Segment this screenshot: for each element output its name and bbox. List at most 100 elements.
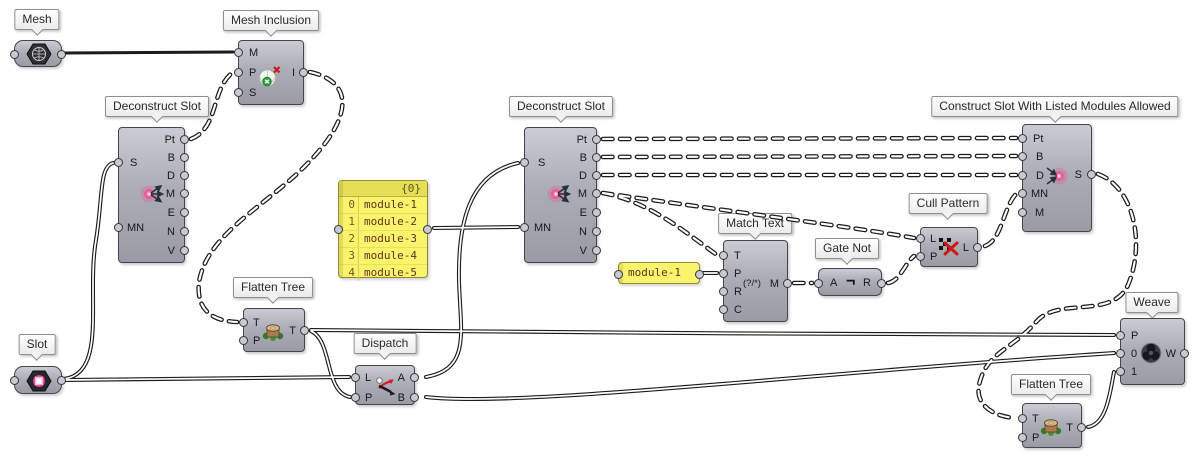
wire-deconstructmid-m-to-cull-l-inner [601, 191, 916, 240]
port-nub-pt[interactable] [180, 135, 189, 144]
port-nub-t-out[interactable] [1077, 423, 1086, 432]
port-nub-d[interactable] [180, 171, 189, 180]
param-slot[interactable] [10, 366, 66, 394]
port-nub-m[interactable] [592, 189, 601, 198]
component-construct-slot[interactable]: Pt B D MN M S [1018, 124, 1096, 232]
wire-dispatch-a-to-deconstructmid-s [424, 161, 520, 379]
port-nub-p[interactable] [719, 269, 728, 278]
port-nub-p[interactable] [916, 252, 925, 261]
port-nub-mn[interactable] [520, 223, 529, 232]
port-nub-s[interactable] [114, 158, 123, 167]
port-label-i: I [291, 67, 295, 79]
dispatch-icon [376, 377, 396, 396]
port-nub-r[interactable] [877, 279, 886, 288]
wire-dispatch-a-to-deconstructmid-s-inner [425, 162, 519, 378]
port-nub-b[interactable] [1018, 152, 1027, 161]
component-deconstruct-slot-left[interactable]: S MN Pt B D M E N V [114, 127, 189, 263]
component-cull-pattern[interactable]: L P L [916, 227, 982, 267]
port-nub-pt[interactable] [1018, 134, 1027, 143]
port-nub-p[interactable] [239, 336, 248, 345]
port-nub-s[interactable] [520, 158, 529, 167]
row-value: module-1 [364, 198, 417, 211]
label-text: Mesh [22, 12, 52, 26]
port-nub-0[interactable] [1116, 349, 1125, 358]
port-nub-pt[interactable] [592, 135, 601, 144]
component-flatten-tree-left[interactable]: T P T [239, 308, 309, 352]
port-nub-d[interactable] [592, 171, 601, 180]
port-nub-p[interactable] [1018, 433, 1027, 442]
port-nub-l[interactable] [916, 234, 925, 243]
port-nub-t[interactable] [1018, 414, 1027, 423]
component-mesh-inclusion[interactable]: M P S I [234, 40, 308, 105]
port-nub-s[interactable] [234, 88, 243, 97]
port-nub-l-out[interactable] [973, 243, 982, 252]
port-label-mn: MN [1031, 188, 1049, 200]
port-nub-m[interactable] [180, 189, 189, 198]
port-label-a: A [830, 277, 838, 289]
port-nub-in[interactable] [334, 225, 343, 234]
component-gate-not[interactable]: A R ¬ [814, 268, 886, 296]
port-nub-b[interactable] [410, 393, 419, 402]
component-match-text[interactable]: T P R C M (?/*) [719, 240, 792, 322]
component-weave[interactable]: P 0 1 W [1116, 318, 1189, 385]
port-nub-t[interactable] [239, 318, 248, 327]
port-nub-p[interactable] [351, 393, 360, 402]
param-mesh[interactable] [10, 40, 66, 67]
port-nub-t-out[interactable] [300, 326, 309, 335]
port-label-s: S [130, 157, 138, 169]
label-construct-slot: Construct Slot With Listed Modules Allow… [931, 96, 1179, 117]
port-nub-out[interactable] [57, 376, 66, 385]
port-nub-l[interactable] [351, 373, 360, 382]
port-nub-e[interactable] [592, 208, 601, 217]
label-text: Gate Not [822, 241, 872, 255]
port-nub-c[interactable] [719, 305, 728, 314]
port-nub-t[interactable] [719, 251, 728, 260]
row-value: module-2 [364, 215, 417, 228]
label-text: Cull Pattern [916, 196, 980, 210]
port-nub-1[interactable] [1116, 367, 1125, 376]
port-nub-n[interactable] [592, 227, 601, 236]
port-nub-m[interactable] [1018, 208, 1027, 217]
port-nub-s[interactable] [1087, 170, 1096, 179]
port-label-r: R [863, 277, 871, 289]
label-gate-not: Gate Not [814, 238, 880, 259]
wire-flattenleft-to-weave-p-inner [310, 329, 1115, 336]
port-nub-b[interactable] [592, 153, 601, 162]
port-nub-m[interactable] [783, 279, 792, 288]
port-nub-n[interactable] [180, 227, 189, 236]
port-nub-out[interactable] [695, 270, 704, 279]
port-nub-v[interactable] [180, 246, 189, 255]
port-nub-in[interactable] [10, 376, 19, 385]
module-name-panel[interactable]: module-1 [614, 262, 704, 284]
component-flatten-tree-right[interactable]: T P T [1018, 403, 1086, 448]
port-nub-mn[interactable] [114, 223, 123, 232]
port-nub-in[interactable] [10, 50, 19, 59]
port-nub-v[interactable] [592, 246, 601, 255]
port-nub-e[interactable] [180, 208, 189, 217]
row-value: module-4 [364, 249, 417, 262]
port-nub-w[interactable] [1180, 349, 1189, 358]
port-nub-a[interactable] [814, 279, 823, 288]
slot-icon [26, 370, 52, 392]
port-nub-p[interactable] [1116, 331, 1125, 340]
port-nub-b[interactable] [180, 153, 189, 162]
component-deconstruct-slot-mid[interactable]: S MN Pt B D M E N V [520, 127, 601, 263]
port-label-a: A [397, 372, 405, 384]
port-nub-d[interactable] [1018, 171, 1027, 180]
port-nub-p[interactable] [234, 68, 243, 77]
port-nub-in[interactable] [614, 270, 623, 279]
port-nub-mn[interactable] [1018, 189, 1027, 198]
port-nub-out[interactable] [57, 50, 66, 59]
port-nub-a[interactable] [410, 373, 419, 382]
port-label-1: 1 [1131, 366, 1138, 378]
port-nub-out[interactable] [423, 225, 432, 234]
port-nub-m[interactable] [234, 48, 243, 57]
mesh-icon [26, 43, 52, 65]
port-nub-i[interactable] [299, 68, 308, 77]
port-nub-r[interactable] [719, 287, 728, 296]
component-dispatch[interactable]: L P A B [351, 365, 419, 405]
